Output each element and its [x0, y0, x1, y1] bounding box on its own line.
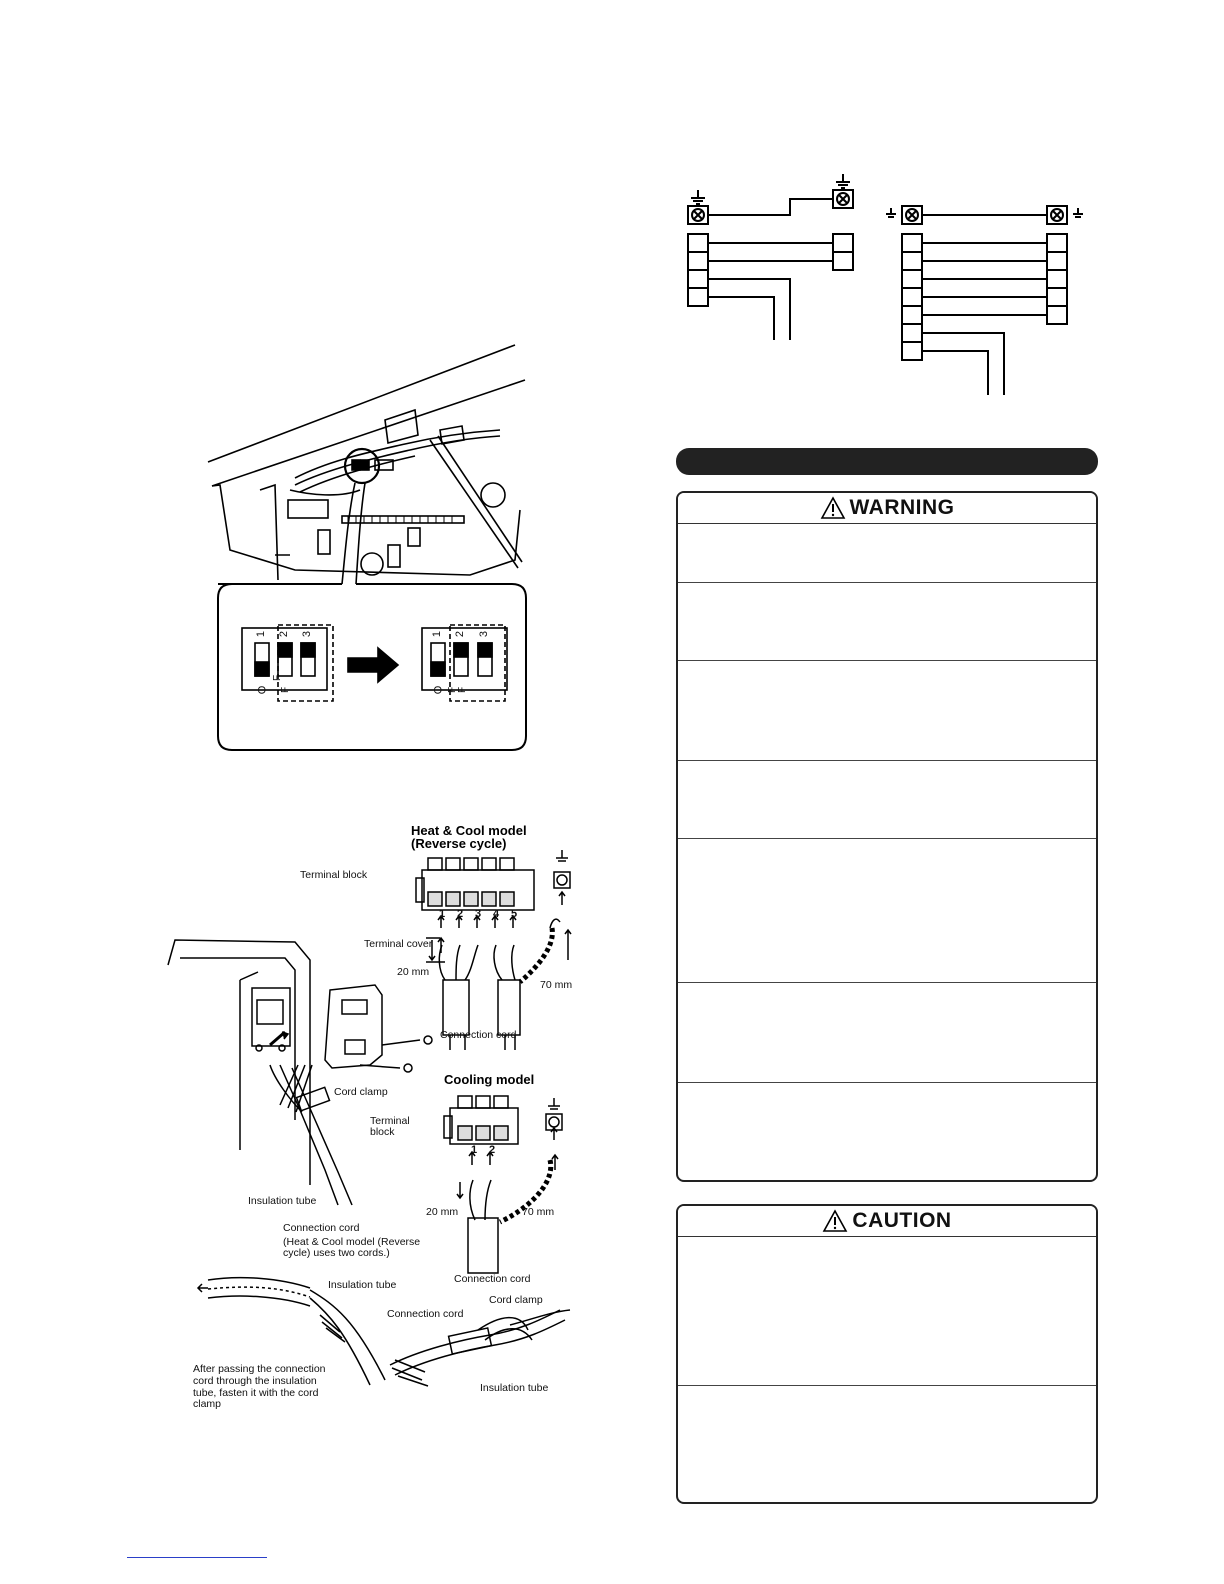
dim-20mm-cooling: 20 mm [426, 1206, 459, 1218]
terminal-cover-label: Terminal cover [364, 938, 433, 950]
footer-link-underline[interactable] [127, 1557, 267, 1558]
terminal-num-4: 4 [493, 908, 500, 920]
connection-cord-note-line-2: (Heat & Cool model (Reverse [283, 1236, 421, 1248]
warning-title: WARNING [849, 496, 955, 519]
connection-cord-illustration [167, 850, 572, 1387]
dip-num-3-before: 3 [301, 630, 314, 638]
terminal-num-2: 2 [457, 908, 464, 920]
dip-num-2-after: 2 [454, 630, 467, 638]
terminal-num-3: 3 [475, 908, 482, 920]
connection-cord-note-line-3: cycle) uses two cords.) [283, 1247, 390, 1259]
heat-cool-model-title: Heat & Cool model [411, 823, 527, 838]
cooling-terminal-num-1: 1 [471, 1144, 478, 1156]
after-passing-line-4: clamp [193, 1398, 222, 1410]
after-passing-line-3: tube, fasten it with the cord [193, 1387, 319, 1399]
caution-header: CAUTION [678, 1206, 1096, 1237]
warning-row-3 [678, 661, 1096, 761]
connection-cord-note-line-1: Connection cord [283, 1222, 360, 1234]
terminal-block-split-label-2: block [370, 1126, 395, 1138]
warning-row-1 [678, 524, 1096, 583]
warning-row-5 [678, 839, 1096, 983]
caution-row-1 [678, 1237, 1096, 1386]
caution-row-2 [678, 1386, 1096, 1501]
warning-row-6 [678, 983, 1096, 1083]
dip-num-1-before: 1 [255, 630, 268, 638]
insulation-tube-label-3: Insulation tube [480, 1382, 549, 1394]
warning-header: WARNING [678, 493, 1096, 524]
pcb-switch-illustration [207, 344, 527, 751]
warning-row-4 [678, 761, 1096, 839]
dip-on-label-before: O [256, 685, 269, 695]
dip-num-2-before: 2 [278, 630, 291, 638]
warning-row-2 [678, 583, 1096, 661]
dim-70mm-cooling: 70 mm [522, 1206, 555, 1218]
connection-cord-cooling-label: Connection cord [454, 1273, 531, 1285]
cord-clamp-label-2: Cord clamp [489, 1294, 543, 1306]
cooling-model-title: Cooling model [444, 1072, 535, 1087]
warning-triangle-icon [820, 496, 845, 519]
cooling-terminal-num-2: 2 [489, 1144, 496, 1156]
caution-panel: CAUTION [676, 1204, 1098, 1504]
dim-20mm-heat-cool: 20 mm [397, 966, 430, 978]
dip-off-label-before-2: F [280, 686, 292, 694]
warning-panel: WARNING [676, 491, 1098, 1182]
connection-cord-heat-cool-label: Connection cord [440, 1029, 517, 1041]
terminal-num-1: 1 [439, 908, 446, 920]
caution-title: CAUTION [852, 1209, 952, 1232]
insulation-tube-label-1: Insulation tube [248, 1195, 317, 1207]
connection-cord-label-3: Connection cord [387, 1308, 464, 1320]
after-passing-line-1: After passing the connection [193, 1363, 326, 1375]
dim-70mm-heat-cool: 70 mm [540, 979, 573, 991]
dip-off-label-before-1: F [272, 674, 284, 682]
dip-num-3-after: 3 [478, 630, 491, 638]
dip-off-label-after-2: F [457, 686, 469, 694]
after-passing-line-2: cord through the insulation [193, 1375, 317, 1387]
heat-cool-model-subtitle: (Reverse cycle) [411, 836, 507, 851]
section-header-bar [676, 448, 1098, 475]
terminal-num-5: 5 [511, 908, 518, 920]
cord-clamp-label: Cord clamp [334, 1086, 388, 1098]
dip-on-label-after: O [432, 685, 445, 695]
caution-triangle-icon [823, 1209, 848, 1232]
terminal-wiring-diagram [687, 174, 1083, 395]
insulation-tube-label-2: Insulation tube [328, 1279, 397, 1291]
terminal-block-split-label-1: Terminal [370, 1115, 410, 1127]
terminal-block-label: Terminal block [300, 869, 368, 881]
warning-row-7 [678, 1083, 1096, 1180]
dip-num-1-after: 1 [431, 630, 444, 638]
